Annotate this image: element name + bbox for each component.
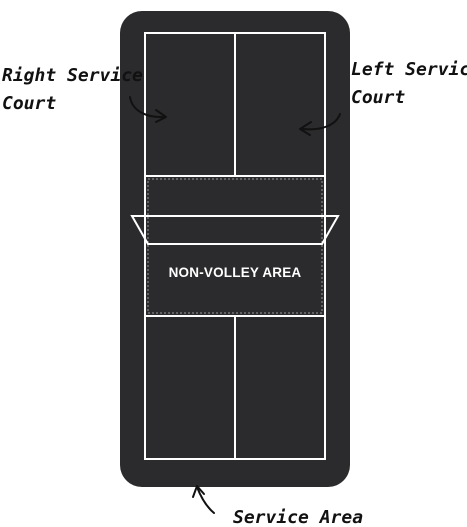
non-volley-zone-outline xyxy=(147,178,323,314)
right-service-court-label-line1: Right Service xyxy=(2,65,143,86)
right-service-court-label-line2: Court xyxy=(2,93,56,114)
left-service-court-arrow-icon xyxy=(299,113,341,136)
left-service-court-label-line2: Court xyxy=(351,87,405,108)
left-service-court-label-line1: Left Service xyxy=(351,59,467,80)
court-surface xyxy=(120,11,350,487)
right-service-court-arrow-icon xyxy=(129,96,167,123)
service-area-arrow-icon xyxy=(192,485,215,514)
service-area-label: Service Area xyxy=(233,507,363,527)
net xyxy=(130,215,340,245)
non-volley-area-label: NON-VOLLEY AREA xyxy=(169,265,302,280)
